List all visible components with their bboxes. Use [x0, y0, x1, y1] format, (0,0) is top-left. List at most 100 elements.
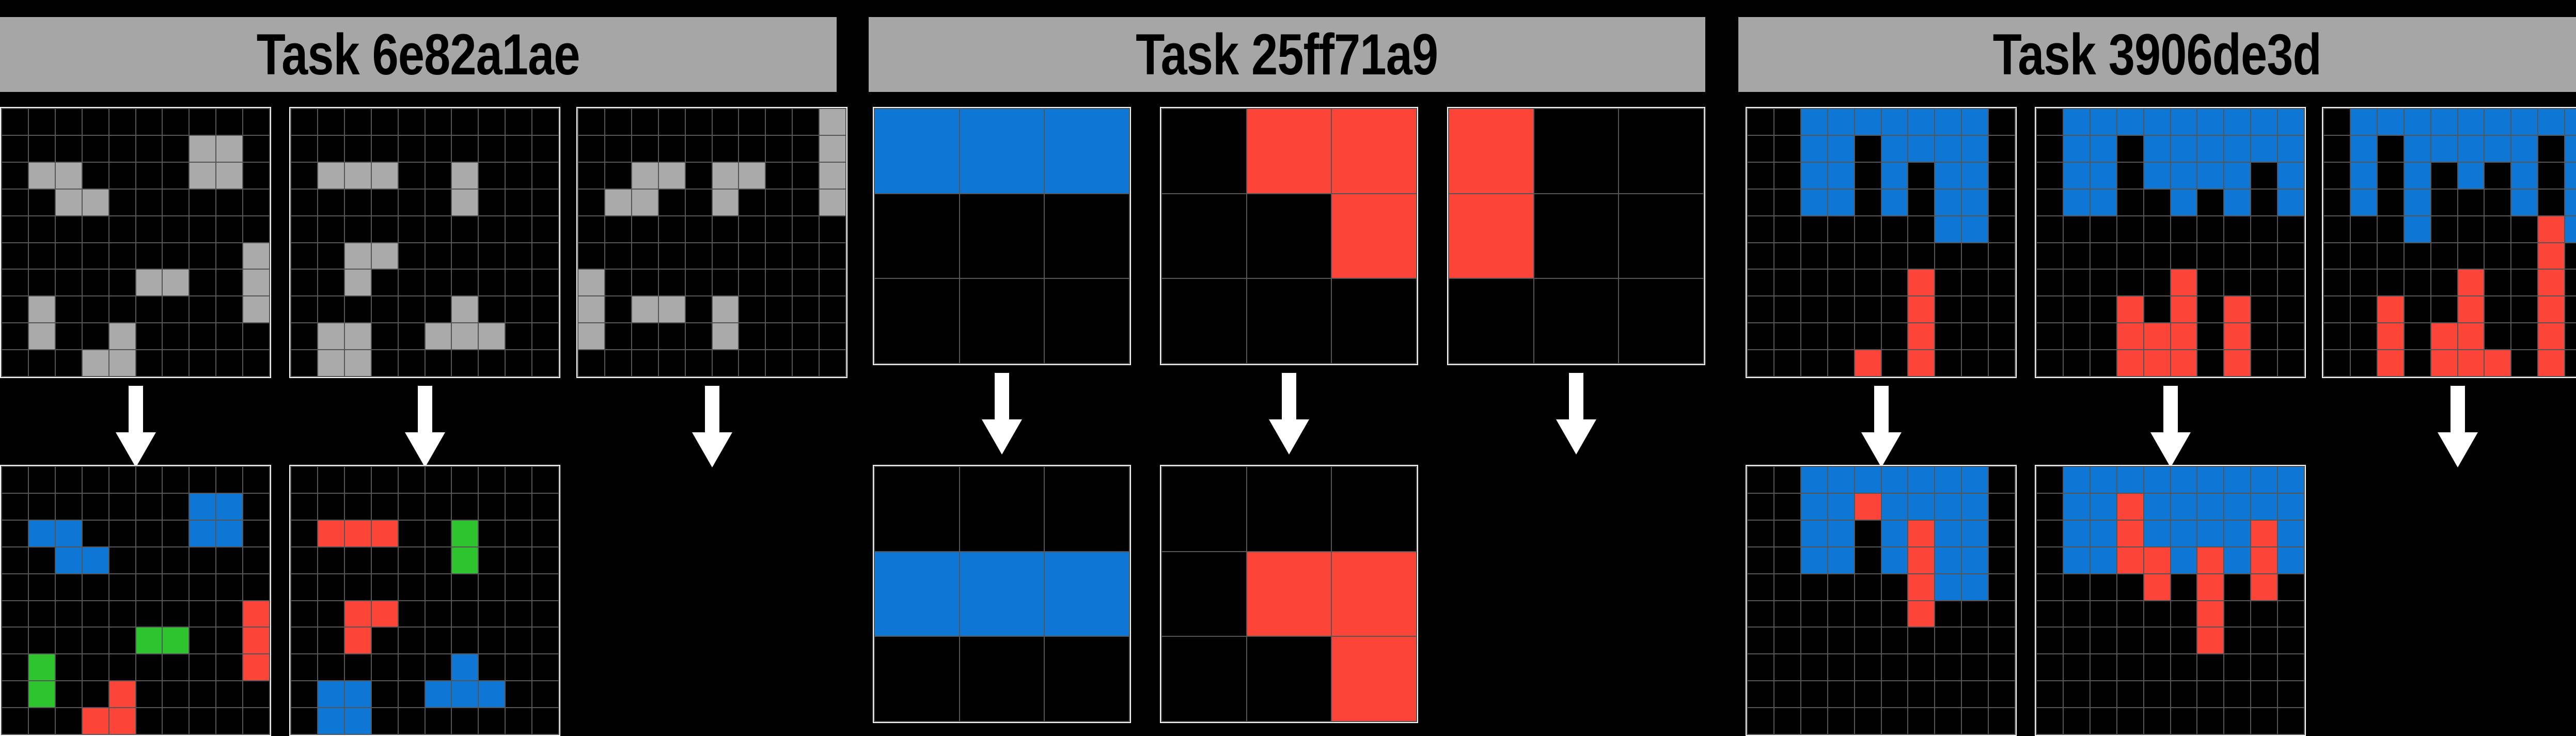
- grid-cell: [632, 135, 658, 162]
- grid-cell: [1881, 493, 1908, 520]
- grid-cell: [2350, 243, 2377, 269]
- grid-cell: [318, 135, 344, 162]
- grid-cell: [371, 681, 398, 708]
- task-3906de3d-pair-1-input-grid[interactable]: [1746, 107, 2017, 378]
- grid-cell: [2278, 574, 2304, 600]
- grid-cell: [2485, 109, 2511, 135]
- grid-cell: [2377, 270, 2404, 296]
- grid-cell: [532, 162, 558, 189]
- grid-cell: [766, 350, 792, 376]
- grid-cell: [2377, 189, 2404, 215]
- grid-cell: [1774, 493, 1800, 520]
- grid-cell: [371, 708, 398, 734]
- grid-cell: [425, 628, 451, 654]
- grid-cell: [2324, 216, 2350, 242]
- grid-cell: [109, 493, 135, 520]
- grid-cell: [1534, 194, 1619, 278]
- grid-cell: [318, 681, 344, 708]
- grid-cell: [1045, 194, 1129, 278]
- grid-cell: [163, 601, 189, 627]
- task-25ff71a9-pair-1-input-grid[interactable]: [873, 107, 1131, 365]
- grid-cell: [1935, 574, 1961, 600]
- task-3906de3d-pair-3-input-grid[interactable]: [2322, 107, 2576, 378]
- grid-cell: [685, 243, 712, 269]
- grid-cell: [2197, 270, 2224, 296]
- grid-cell: [479, 189, 505, 215]
- task-3906de3d-pair-2-input-grid[interactable]: [2035, 107, 2306, 378]
- grid-cell: [425, 350, 451, 376]
- grid-cell: [1855, 681, 1881, 708]
- grid-cell: [2350, 109, 2377, 135]
- grid-cell: [2037, 216, 2063, 242]
- task-25ff71a9-pair-2-input-grid[interactable]: [1160, 107, 1418, 365]
- grid-cell: [766, 323, 792, 350]
- task-25ff71a9-pair-2-output-grid[interactable]: [1160, 465, 1418, 723]
- grid-cell: [2063, 323, 2090, 350]
- grid-cell: [1962, 135, 1988, 162]
- grid-cell: [479, 216, 505, 242]
- grid-cell: [506, 135, 532, 162]
- grid-cell: [2538, 216, 2565, 242]
- task-25ff71a9-pair-1-output-grid[interactable]: [873, 465, 1131, 723]
- grid-cell: [1828, 574, 1854, 600]
- grid-cell: [1881, 520, 1908, 546]
- grid-cell: [344, 270, 371, 296]
- grid-cell: [2458, 323, 2484, 350]
- grid-cell: [2037, 574, 2063, 600]
- grid-cell: [55, 574, 82, 600]
- grid-cell: [398, 467, 425, 493]
- grid-cell: [2144, 109, 2170, 135]
- grid-cell: [136, 574, 162, 600]
- task-6e82a1ae-pair-2-input-grid[interactable]: [289, 107, 560, 378]
- grid-cell: [1908, 189, 1935, 215]
- grid-cell: [371, 216, 398, 242]
- grid-cell: [2538, 109, 2565, 135]
- grid-cell: [344, 135, 371, 162]
- task-3906de3d-pair-2-output-grid[interactable]: [2035, 465, 2306, 736]
- grid-cell: [2063, 681, 2090, 708]
- grid-cell: [1801, 216, 1827, 242]
- grid-cell: [960, 109, 1044, 193]
- grid-cell: [2511, 270, 2538, 296]
- task-6e82a1ae-pair-1-input-grid[interactable]: [0, 107, 271, 378]
- grid-cell: [82, 243, 108, 269]
- grid-cell: [793, 189, 819, 215]
- grid-cell: [479, 162, 505, 189]
- task-6e82a1ae-pair-3-input-grid[interactable]: [576, 107, 847, 378]
- grid-cell: [1908, 350, 1935, 376]
- grid-cell: [82, 162, 108, 189]
- grid-cell: [425, 681, 451, 708]
- grid-cell: [2117, 574, 2143, 600]
- grid-cell: [82, 547, 108, 573]
- task-25ff71a9-pair-3-input-grid[interactable]: [1447, 107, 1705, 365]
- grid-cell: [190, 520, 216, 546]
- grid-cell: [2117, 135, 2143, 162]
- grid-cell: [2117, 654, 2143, 681]
- task-3906de3d-pair-1-output-grid[interactable]: [1746, 465, 2017, 736]
- grid-cell: [425, 493, 451, 520]
- grid-cell: [371, 520, 398, 546]
- grid-cell: [2431, 350, 2457, 376]
- grid-cell: [163, 681, 189, 708]
- grid-cell: [109, 189, 135, 215]
- grid-cell: [2224, 216, 2251, 242]
- grid-cell: [2197, 216, 2224, 242]
- grid-cell: [820, 243, 845, 269]
- grid-cell: [685, 135, 712, 162]
- grid-cell: [216, 296, 243, 323]
- grid-cell: [2, 135, 28, 162]
- task-6e82a1ae-pair-2-output-grid[interactable]: [289, 465, 560, 736]
- grid-cell: [2037, 109, 2063, 135]
- grid-cell: [371, 323, 398, 350]
- grid-cell: [1801, 135, 1827, 162]
- grid-cell: [2485, 216, 2511, 242]
- grid-cell: [2251, 216, 2277, 242]
- grid-cell: [658, 323, 685, 350]
- grid-cell: [1908, 493, 1935, 520]
- grid-cell: [532, 493, 558, 520]
- task-6e82a1ae-pair-1-output-grid[interactable]: [0, 465, 271, 736]
- grid-cell: [2324, 296, 2350, 323]
- grid-cell: [2224, 654, 2251, 681]
- grid-cell: [632, 189, 658, 215]
- grid-cell: [1748, 708, 1773, 734]
